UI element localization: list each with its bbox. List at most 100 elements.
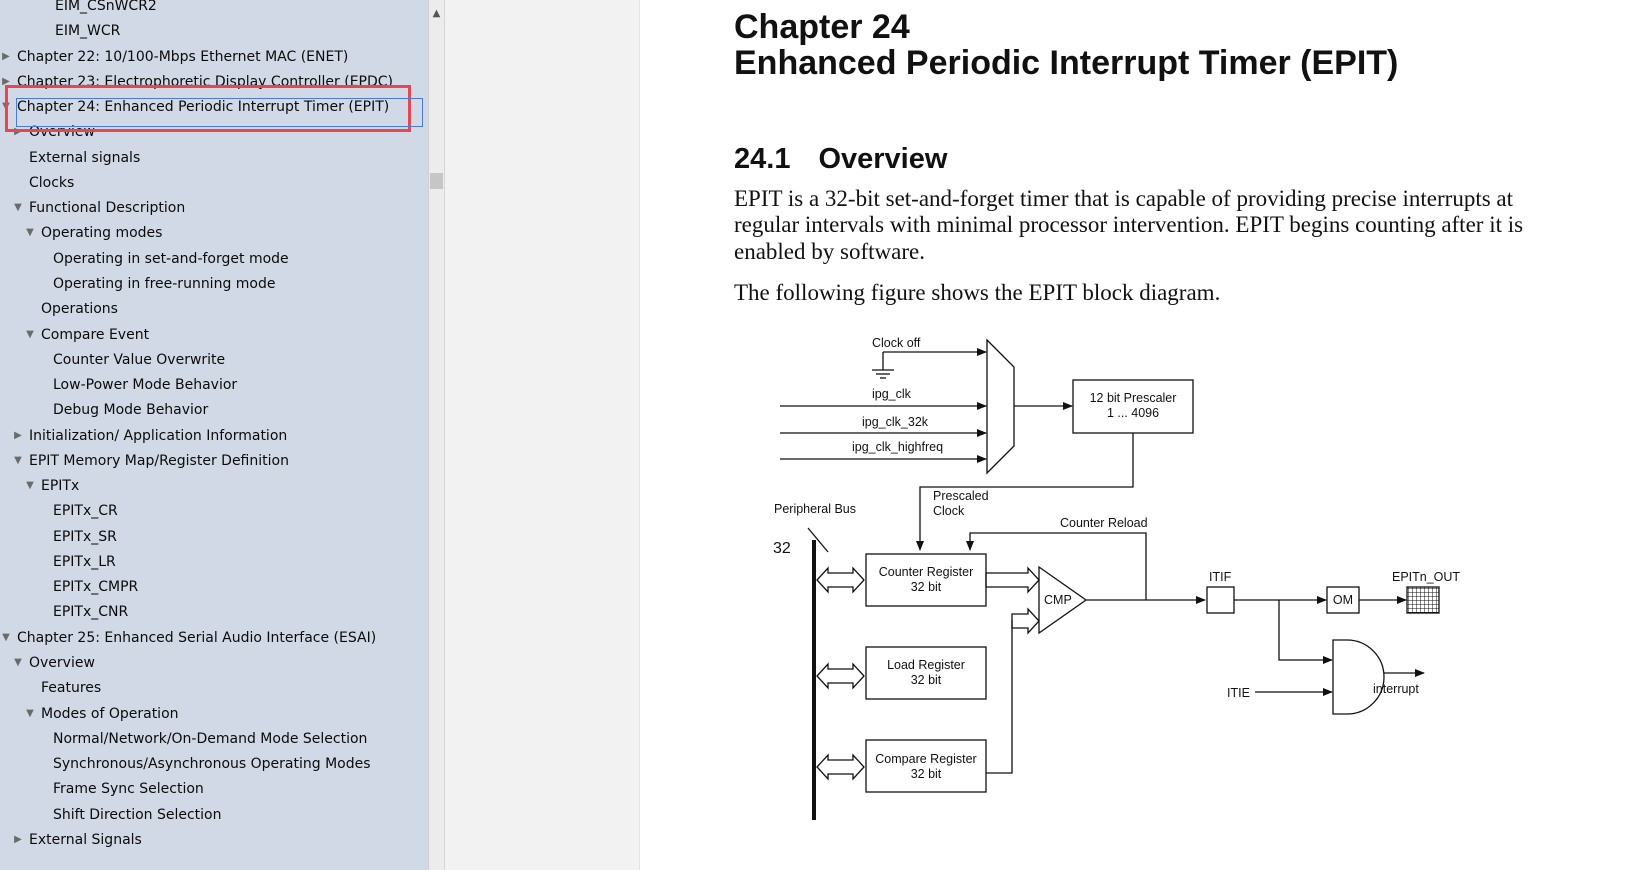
paragraph-1-line-3: enabled by software.: [734, 239, 925, 264]
toc-item-label: Overview: [29, 655, 95, 671]
toc-item[interactable]: EPITx_CMPR: [0, 575, 428, 599]
expand-right-icon[interactable]: ▶: [14, 430, 22, 441]
toc-item[interactable]: Counter Value Overwrite: [0, 348, 428, 372]
label-compare-reg-2: 32 bit: [911, 767, 942, 781]
toc-item[interactable]: Debug Mode Behavior: [0, 398, 428, 422]
toc-item-label: Frame Sync Selection: [53, 781, 204, 797]
toc-item[interactable]: EIM_WCR: [0, 19, 428, 43]
toc-item-label: Shift Direction Selection: [53, 807, 222, 823]
expand-down-icon[interactable]: ▼: [26, 480, 34, 491]
toc-item-label: EPITx_SR: [53, 529, 117, 545]
expand-down-icon[interactable]: ▼: [26, 708, 34, 719]
epit-out-pad: [1406, 586, 1440, 614]
toc-scrollbar[interactable]: ▲: [428, 0, 445, 870]
toc-item-label: Functional Description: [29, 200, 186, 216]
label-epit-out: EPITn_OUT: [1392, 570, 1460, 584]
expand-right-icon[interactable]: ▶: [2, 51, 10, 62]
section-title: Overview: [818, 143, 948, 175]
page-gutter: [445, 0, 640, 870]
label-itie: ITIE: [1227, 686, 1250, 700]
toc-item[interactable]: Low-Power Mode Behavior: [0, 373, 428, 397]
toc-item-label: EPITx_LR: [53, 554, 116, 570]
paragraph-1-line-2: regular intervals with minimal processor…: [734, 212, 1524, 237]
toc-item-label: Chapter 25: Enhanced Serial Audio Interf…: [17, 630, 377, 646]
expand-down-icon[interactable]: ▼: [26, 227, 34, 238]
epit-block-diagram: Clock off ipg_clk ipg_clk_32k ipg_clk_hi…: [773, 336, 1460, 820]
toc-item[interactable]: ▼ EPITx: [0, 474, 428, 498]
label-itif: ITIF: [1209, 570, 1232, 584]
toc-item[interactable]: ▼Modes of Operation: [0, 702, 428, 726]
toc-item[interactable]: Operating in set-and-forget mode: [0, 247, 428, 271]
label-bus-width: 32: [773, 540, 791, 557]
toc-item[interactable]: EIM_CSnWCR2: [0, 0, 428, 18]
toc-item-label: EPIT Memory Map/Register Definition: [29, 453, 289, 469]
toc-item[interactable]: EPITx_CNR: [0, 600, 428, 624]
label-counter-reload: Counter Reload: [1060, 516, 1148, 530]
toc-item-label: EPITx_CNR: [53, 604, 129, 620]
toc-item-label: Chapter 24: Enhanced Periodic Interrupt …: [17, 99, 390, 115]
toc-item[interactable]: Shift Direction Selection: [0, 803, 428, 827]
toc-item[interactable]: ▼ EPIT Memory Map/Register Definition: [0, 449, 428, 473]
toc-item[interactable]: ▼ Functional Description: [0, 196, 428, 220]
bus-arrow-compare: [816, 753, 865, 781]
label-clock-off: Clock off: [872, 336, 921, 350]
label-prescaled: Prescaled: [933, 489, 989, 503]
toc-item[interactable]: Operating in free-running mode: [0, 272, 428, 296]
expand-right-icon[interactable]: ▶: [2, 76, 10, 87]
toc-item[interactable]: EPITx_LR: [0, 550, 428, 574]
label-prescaler-2: 1 ... 4096: [1107, 406, 1159, 420]
toc-item-label: Initialization/ Application Information: [29, 428, 288, 444]
toc-item[interactable]: EPITx_SR: [0, 525, 428, 549]
toc-item[interactable]: Operations: [0, 297, 428, 321]
label-om: OM: [1333, 593, 1353, 607]
toc-item-label: External Signals: [29, 832, 142, 848]
bus-arrow-load: [816, 662, 865, 690]
toc-item[interactable]: Synchronous/Asynchronous Operating Modes: [0, 752, 428, 776]
label-ipg-clk-32k: ipg_clk_32k: [862, 415, 929, 429]
expand-down-icon[interactable]: ▼: [14, 202, 22, 213]
label-counter-reg-1: Counter Register: [879, 565, 974, 579]
expand-down-icon[interactable]: ▼: [2, 632, 10, 643]
bus-arrow-counter: [816, 566, 865, 594]
scroll-up-icon[interactable]: ▲: [432, 8, 441, 19]
toc-sidebar: ▶ External Signals Shift Direction Selecti…: [0, 0, 428, 870]
paragraph-1-line-1: EPIT is a 32-bit set-and-forget timer th…: [734, 186, 1514, 211]
expand-down-icon[interactable]: ▼: [14, 657, 22, 668]
toc-item[interactable]: Clocks: [0, 171, 428, 195]
label-compare-reg-1: Compare Register: [875, 752, 976, 766]
toc-item[interactable]: EPITx_CR: [0, 499, 428, 523]
toc-item[interactable]: Frame Sync Selection: [0, 777, 428, 801]
toc-item[interactable]: ▼ Chapter 25: Enhanced Serial Audio Inter…: [0, 626, 428, 650]
toc-item-label: Synchronous/Asynchronous Operating Modes: [53, 756, 371, 772]
toc-item-label: Operating in free-running mode: [53, 276, 276, 292]
toc-item-label: Low-Power Mode Behavior: [53, 377, 238, 393]
paragraph-2: The following figure shows the EPIT bloc…: [734, 280, 1221, 305]
expand-down-icon[interactable]: ▼: [14, 455, 22, 466]
toc-item-label: Compare Event: [41, 327, 150, 343]
toc-item[interactable]: ▼ Overview: [0, 651, 428, 675]
toc-item-label: Chapter 22: 10/100-Mbps Ethernet MAC (EN…: [17, 49, 349, 65]
toc-item-label: EPITx: [41, 478, 80, 494]
scrollbar-thumb[interactable]: [430, 173, 443, 189]
toc-item[interactable]: ▼ Compare Event: [0, 323, 428, 347]
expand-right-icon[interactable]: ▶: [14, 834, 22, 845]
toc-item-label: EPITx_CR: [53, 503, 118, 519]
label-ipg-clk: ipg_clk: [872, 387, 912, 401]
toc-item-label: Features: [41, 680, 102, 696]
load-register-block: [865, 646, 987, 700]
toc-item[interactable]: Features: [0, 676, 428, 700]
toc-item[interactable]: Normal/Network/On-Demand Mode Selection: [0, 727, 428, 751]
toc-item[interactable]: ▶ External Signals: [0, 828, 428, 852]
toc-item[interactable]: ▶ Chapter 22: 10/100-Mbps Ethernet MAC (E…: [0, 45, 428, 69]
toc-item[interactable]: ▶ Initialization/ Application Information: [0, 424, 428, 448]
expand-down-icon[interactable]: ▼: [26, 329, 34, 340]
toc-item-label: Overview: [29, 124, 95, 140]
label-counter-reg-2: 32 bit: [911, 580, 942, 594]
toc-item[interactable]: External signals: [0, 146, 428, 170]
toc-item-label: Normal/Network/On-Demand Mode Selection: [53, 731, 368, 747]
chapter-number: Chapter 24: [734, 8, 910, 46]
and-gate: [1332, 639, 1385, 715]
label-load-reg-2: 32 bit: [911, 673, 942, 687]
toc-item[interactable]: ▼Operating modes: [0, 221, 428, 245]
